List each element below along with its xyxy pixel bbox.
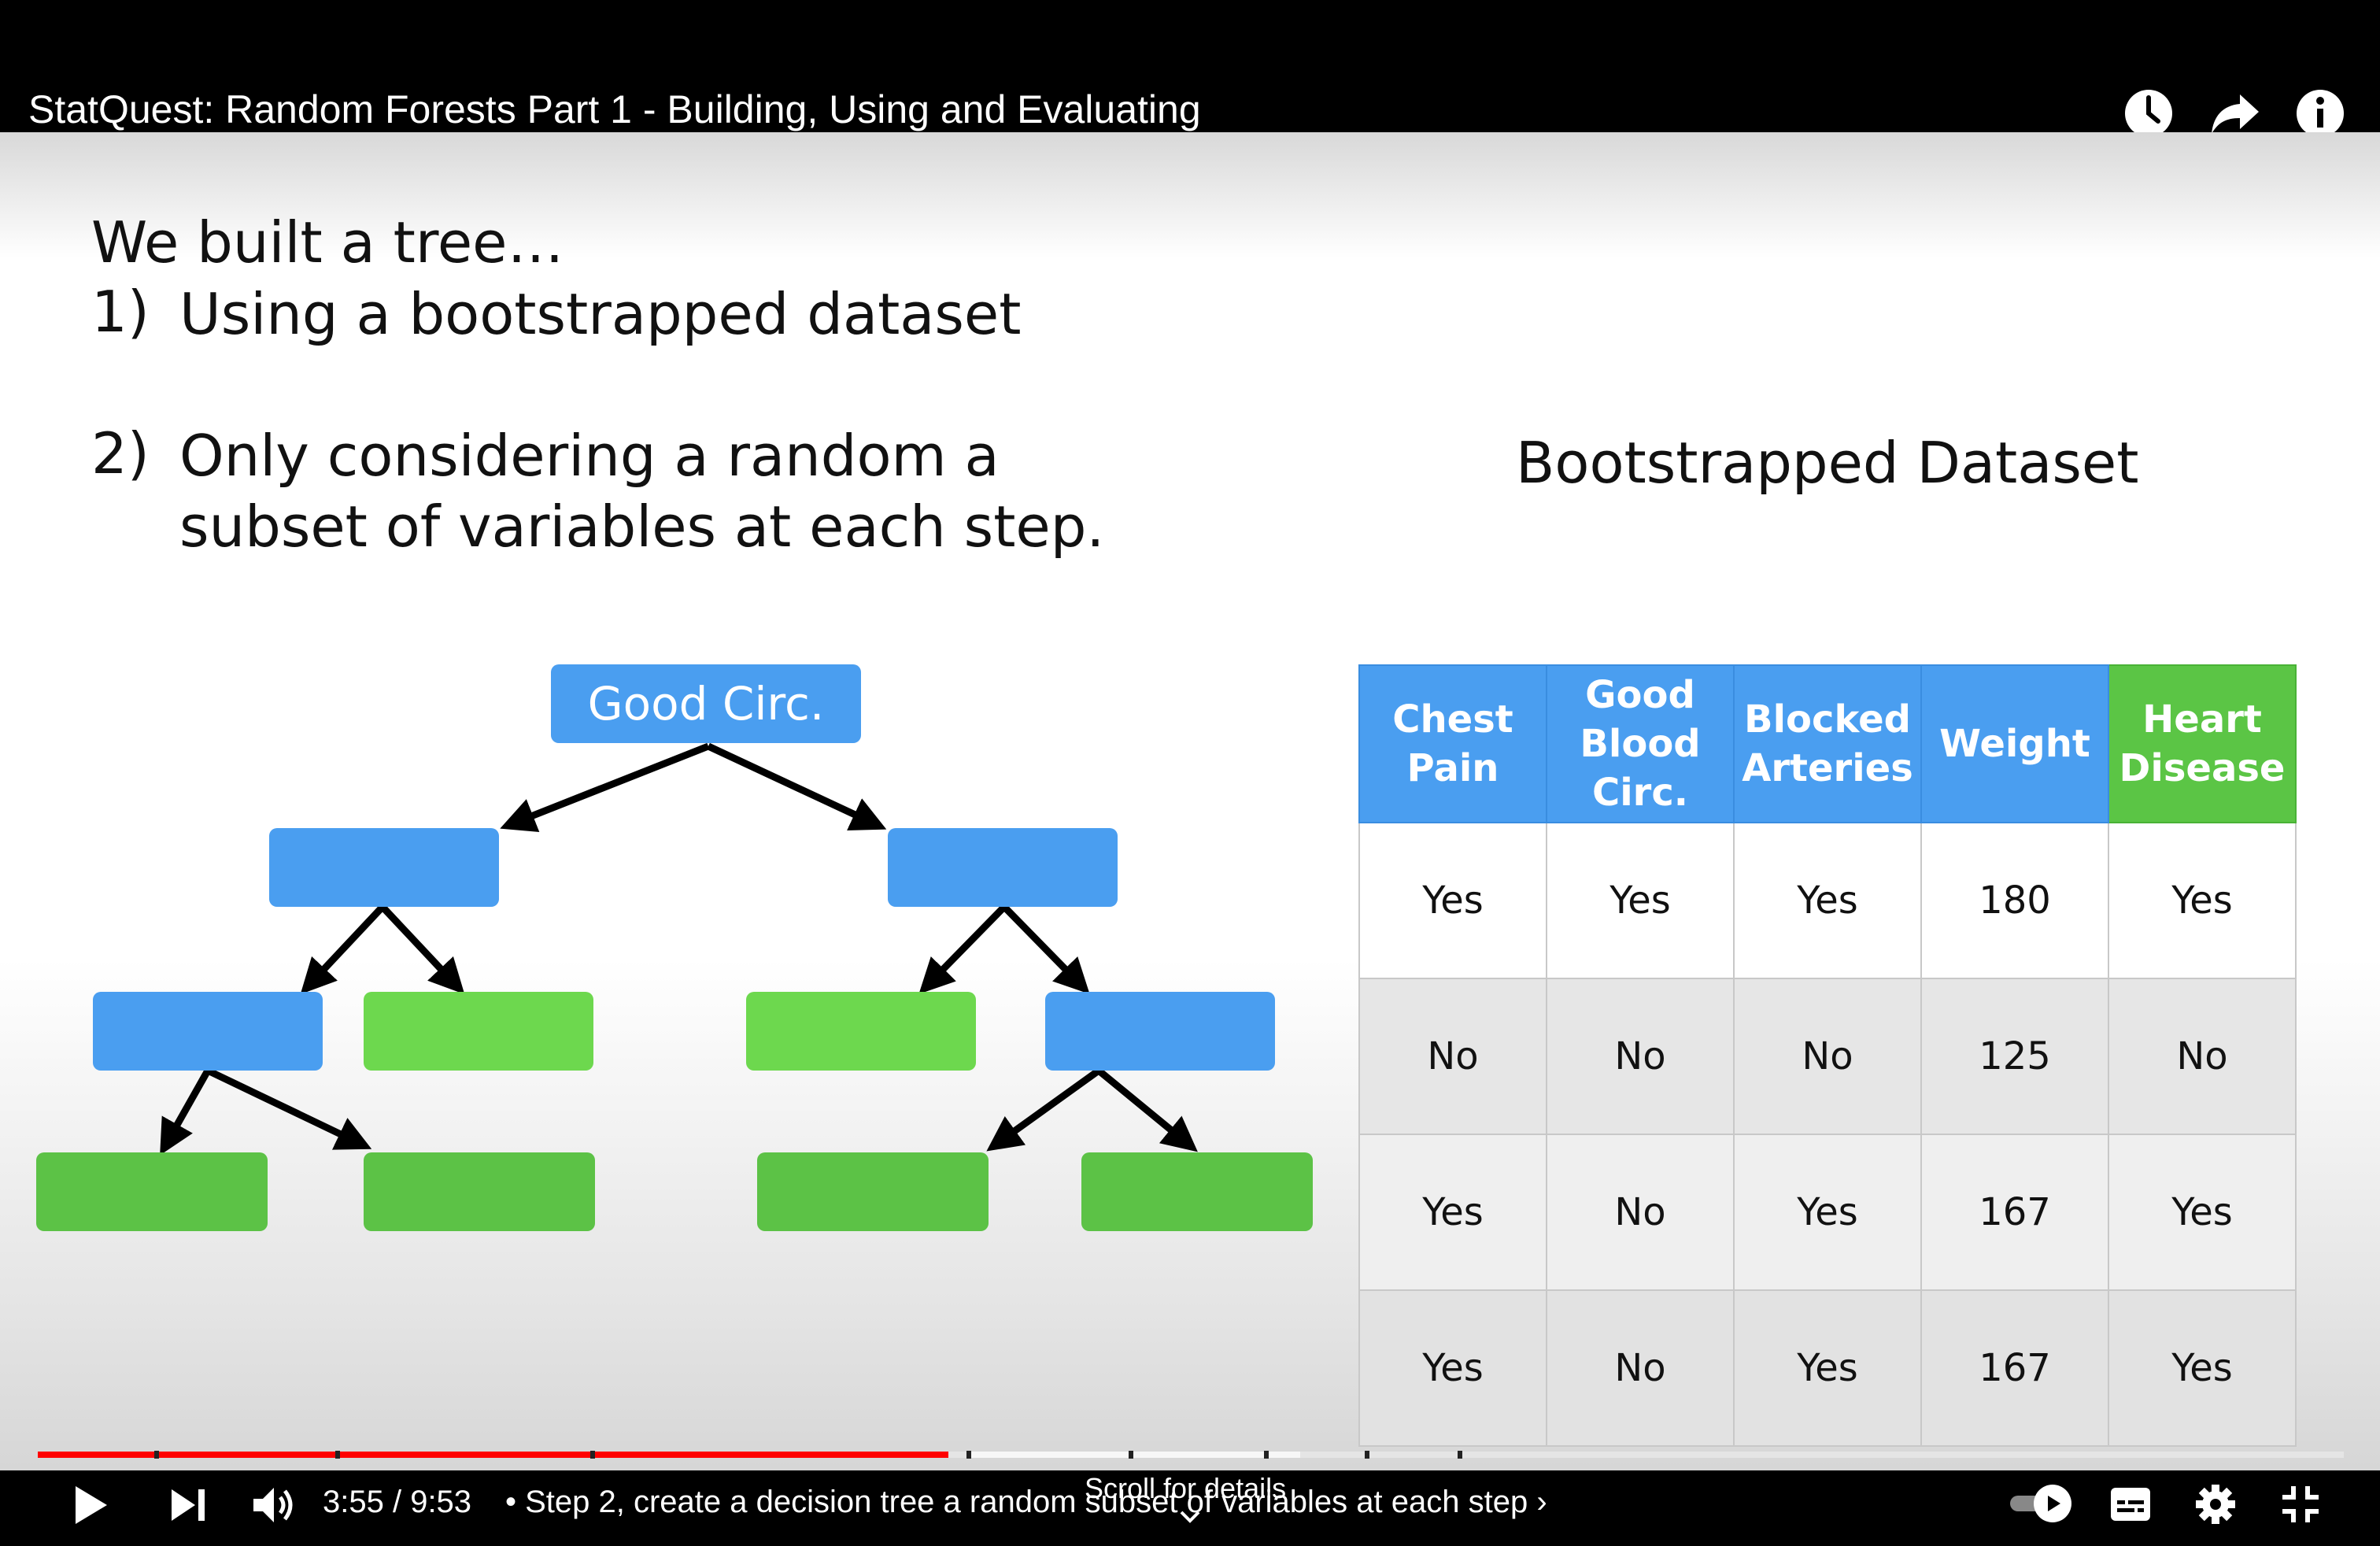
point-2-line-1: Only considering a random a [179,423,1000,489]
table-row: No No No 125 No [1358,978,2297,1135]
arrow-r-left [918,904,1007,994]
arrow-root-left [500,742,710,833]
table-cell: Yes [2108,1134,2297,1291]
table-cell: Yes [2108,822,2297,979]
point-2-number: 2) [91,420,150,486]
tree-leaf-left-right [364,992,593,1071]
col-good-blood-circ: Good Blood Circ. [1546,664,1735,823]
col-heart-disease: Heart Disease [2108,664,2297,823]
watch-later-icon[interactable] [2122,87,2175,140]
arrow-rr-left [986,1067,1101,1152]
col-blocked-arteries: Blocked Arteries [1733,664,1922,823]
tree-node-left [269,828,499,907]
table-cell: No [1546,1134,1735,1291]
chapter-marker [590,1451,595,1459]
video-title[interactable]: StatQuest: Random Forests Part 1 - Build… [28,87,1201,131]
tree-node-left-left [93,992,323,1071]
table-cell: No [1358,978,1547,1135]
time-display: 3:55 / 9:53 [323,1485,472,1519]
play-icon[interactable] [71,1483,110,1527]
table-cell: Yes [1733,1134,1922,1291]
next-icon[interactable] [168,1486,209,1524]
arrow-rr-right [1096,1067,1198,1152]
point-2-text: Only considering a random a subset of va… [179,420,1104,562]
table-cell: 125 [1920,978,2109,1135]
table-row: Yes No Yes 167 Yes [1358,1134,2297,1291]
tree-root-node: Good Circ. [551,664,861,743]
slide-headline: We built a tree… [91,209,564,276]
chapter-marker [335,1451,340,1459]
chapter-title[interactable]: • Step 2, create a decision tree a rando… [505,1485,1547,1519]
chapter-marker [1365,1451,1369,1459]
share-icon[interactable] [2208,87,2262,140]
point-1-number: 1) [91,279,150,345]
col-chest-pain: Chest Pain [1358,664,1547,823]
chapter-marker [154,1451,159,1459]
table-row: Yes No Yes 167 Yes [1358,1289,2297,1447]
col-weight: Weight [1920,664,2109,823]
settings-gear-icon[interactable] [2194,1483,2237,1526]
table-cell: Yes [2108,1289,2297,1447]
tree-node-right-right [1045,992,1275,1071]
point-2: 2) Only considering a random a subset of… [0,420,1181,578]
table-cell: 167 [1920,1134,2109,1291]
table-cell: 167 [1920,1289,2109,1447]
tree-leaf-3 [757,1152,989,1231]
exit-fullscreen-icon[interactable] [2281,1485,2320,1524]
table-cell: No [1546,1289,1735,1447]
subtitles-icon[interactable] [2109,1486,2152,1522]
arrow-ll-left [160,1068,211,1156]
dataset-title: Bootstrapped Dataset [1516,430,2139,496]
arrow-root-right [707,742,887,830]
table-cell: Yes [1546,822,1735,979]
table-header-row: Chest Pain Good Blood Circ. Blocked Arte… [1358,664,2297,823]
arrow-r-right [1001,904,1090,994]
video-frame: We built a tree… 1) Using a bootstrapped… [0,132,2380,1470]
progress-buffered [970,1452,1300,1458]
table-cell: Yes [1733,822,1922,979]
tree-leaf-4 [1081,1152,1313,1231]
table-cell: Yes [1358,1289,1547,1447]
info-icon[interactable] [2293,87,2347,140]
table-cell: Yes [1733,1289,1922,1447]
table-row: Yes Yes Yes 180 Yes [1358,822,2297,979]
arrow-ll-right [206,1067,372,1150]
chapter-marker [1264,1451,1269,1459]
volume-icon[interactable] [250,1483,296,1527]
autoplay-toggle-icon[interactable] [2009,1481,2075,1526]
point-2-line-2: subset of variables at each step. [179,494,1105,560]
table-cell: No [1546,978,1735,1135]
chapter-marker [966,1451,971,1459]
tree-node-right [888,828,1118,907]
progress-played [38,1452,949,1458]
arrow-l-left [300,904,386,995]
tree-leaf-1 [36,1152,268,1231]
table-cell: Yes [1358,822,1547,979]
scroll-for-details[interactable]: Scroll for details [1085,1472,1287,1504]
video-top-bar: StatQuest: Random Forests Part 1 - Build… [0,0,2380,137]
progress-bar[interactable] [38,1451,2344,1459]
point-1: 1) Using a bootstrapped dataset [0,279,1102,357]
chapter-marker [1458,1451,1462,1459]
arrow-l-right [379,904,465,995]
tree-leaf-right-left [746,992,976,1071]
table-cell: No [2108,978,2297,1135]
tree-arrows [160,742,1198,1156]
table-cell: 180 [1920,822,2109,979]
bootstrapped-dataset-table: Chest Pain Good Blood Circ. Blocked Arte… [1358,664,2297,1447]
table-cell: Yes [1358,1134,1547,1291]
player-controls [0,1470,2380,1546]
table-cell: No [1733,978,1922,1135]
chevron-down-icon[interactable] [1179,1510,1201,1524]
chapter-marker [1129,1451,1133,1459]
point-1-text: Using a bootstrapped dataset [179,281,1022,347]
tree-leaf-2 [364,1152,595,1231]
